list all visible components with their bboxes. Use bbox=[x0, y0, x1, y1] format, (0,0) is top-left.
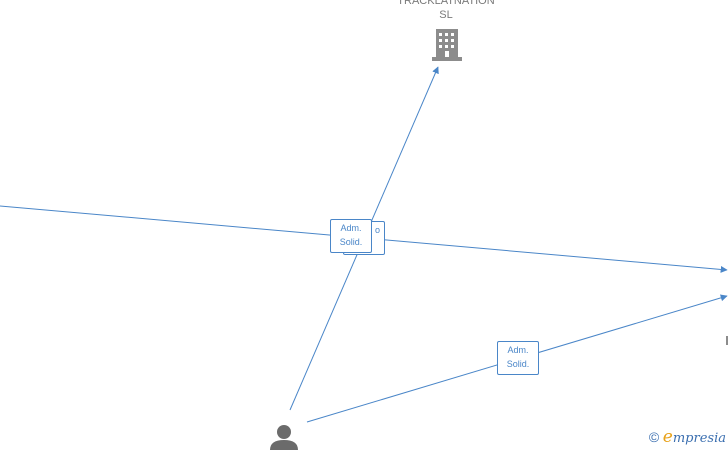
edge-label-line1: Adm. bbox=[340, 223, 362, 233]
person-icon[interactable] bbox=[270, 425, 298, 450]
edge-label-adm-solid-top: Adm. Solid. bbox=[330, 219, 372, 253]
company-name-line2: SL bbox=[439, 9, 453, 21]
brand-initial: e bbox=[662, 427, 673, 447]
empresia-watermark: © empresia bbox=[649, 427, 726, 447]
edge-label-line2: o bbox=[374, 225, 380, 235]
copyright-symbol: © bbox=[648, 429, 660, 445]
edge-label-line2: Solid. bbox=[506, 359, 530, 369]
right-node-stub bbox=[726, 336, 728, 345]
edge-label-line1: Adm. bbox=[507, 345, 529, 355]
building-icon[interactable] bbox=[432, 29, 462, 61]
brand-name: mpresia bbox=[672, 431, 726, 446]
edge-label-adm-solid-bottom: Adm. Solid. bbox=[497, 341, 539, 375]
company-name-label[interactable]: TRACKLATNATION SL bbox=[390, 0, 502, 22]
edge-label-line2: Solid. bbox=[339, 237, 363, 247]
company-name-line1: TRACKLATNATION bbox=[397, 0, 495, 7]
